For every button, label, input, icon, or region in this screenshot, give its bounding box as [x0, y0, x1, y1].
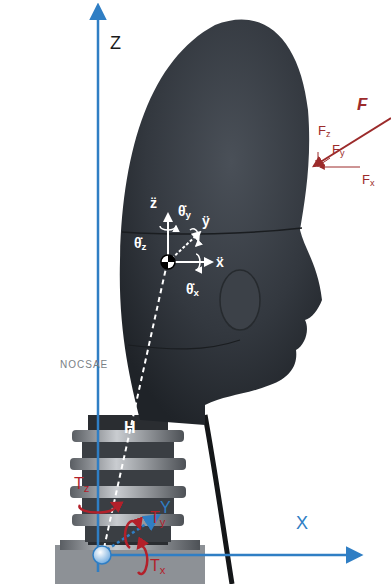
distance-label: H — [124, 420, 136, 436]
angular-velocity-label: θ̇x — [186, 282, 199, 296]
axis-label: Y — [160, 500, 171, 516]
axis-label: Z — [110, 34, 121, 52]
angular-velocity-label: θ̇y — [178, 204, 191, 218]
force-label: F — [357, 96, 367, 113]
acceleration-label: ÿ — [202, 214, 210, 228]
torque-label: Tz — [74, 476, 89, 492]
force-component: Fy — [332, 143, 345, 156]
angular-velocity-label: θ̇z — [134, 236, 146, 250]
printed-mark: NOCSAE — [60, 360, 108, 370]
force-component: Fx — [362, 173, 375, 186]
acceleration-label: z̈ — [150, 196, 157, 210]
acceleration-label: ẍ — [216, 255, 224, 269]
torque-label: Tx — [150, 558, 165, 574]
axis-label: X — [296, 514, 308, 532]
torque-label: Ty — [150, 510, 165, 526]
force-component: Fz — [318, 124, 331, 137]
